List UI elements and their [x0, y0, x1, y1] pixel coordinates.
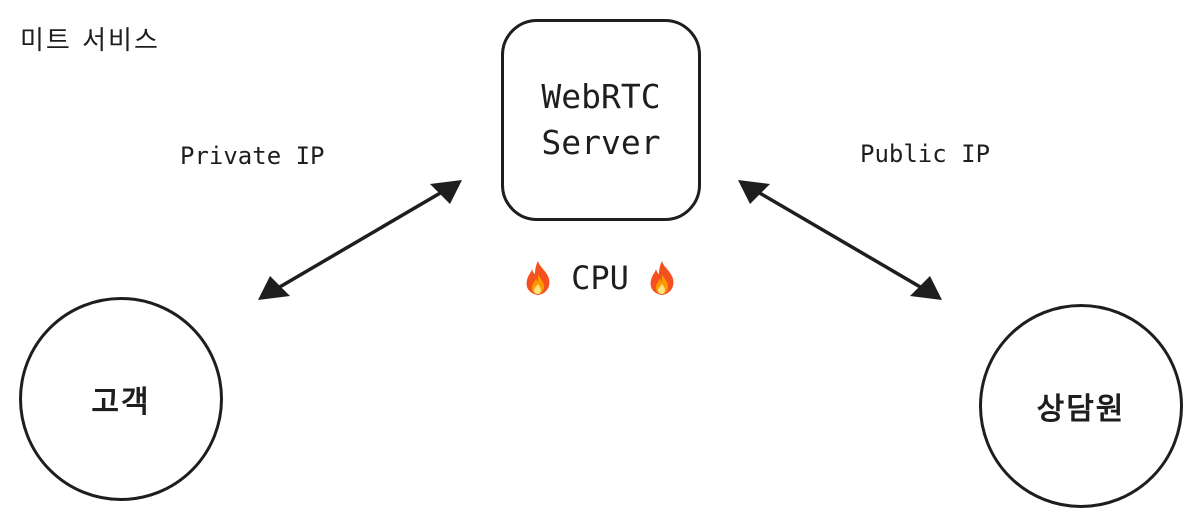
server-agent-arrow[interactable] — [738, 180, 942, 300]
diagram-title: 미트 서비스 — [20, 26, 160, 56]
arrowhead-customer-end — [258, 276, 290, 300]
arrow-shaft — [756, 190, 924, 290]
cpu-load-note: CPU — [500, 259, 700, 297]
customer-server-arrow[interactable] — [258, 180, 462, 300]
fire-icon — [526, 261, 550, 295]
arrow-shaft — [276, 190, 444, 290]
arrowhead-agent-end — [910, 276, 942, 300]
agent-label: 상담원 — [1036, 392, 1126, 427]
arrowhead-server-end — [430, 180, 462, 204]
webrtc-server-node[interactable]: WebRTC Server — [501, 19, 701, 221]
cpu-text: CPU — [571, 259, 629, 297]
customer-label: 고객 — [91, 385, 151, 420]
public-ip-label: Public IP — [860, 140, 991, 168]
fire-icon — [650, 261, 674, 295]
arrowhead-server-end — [738, 180, 770, 204]
server-label-line1: WebRTC — [541, 77, 661, 116]
agent-node[interactable]: 상담원 — [979, 304, 1183, 508]
server-label: WebRTC Server — [541, 74, 660, 166]
private-ip-label: Private IP — [180, 142, 325, 170]
customer-node[interactable]: 고객 — [19, 297, 223, 501]
server-label-line2: Server — [541, 123, 661, 162]
